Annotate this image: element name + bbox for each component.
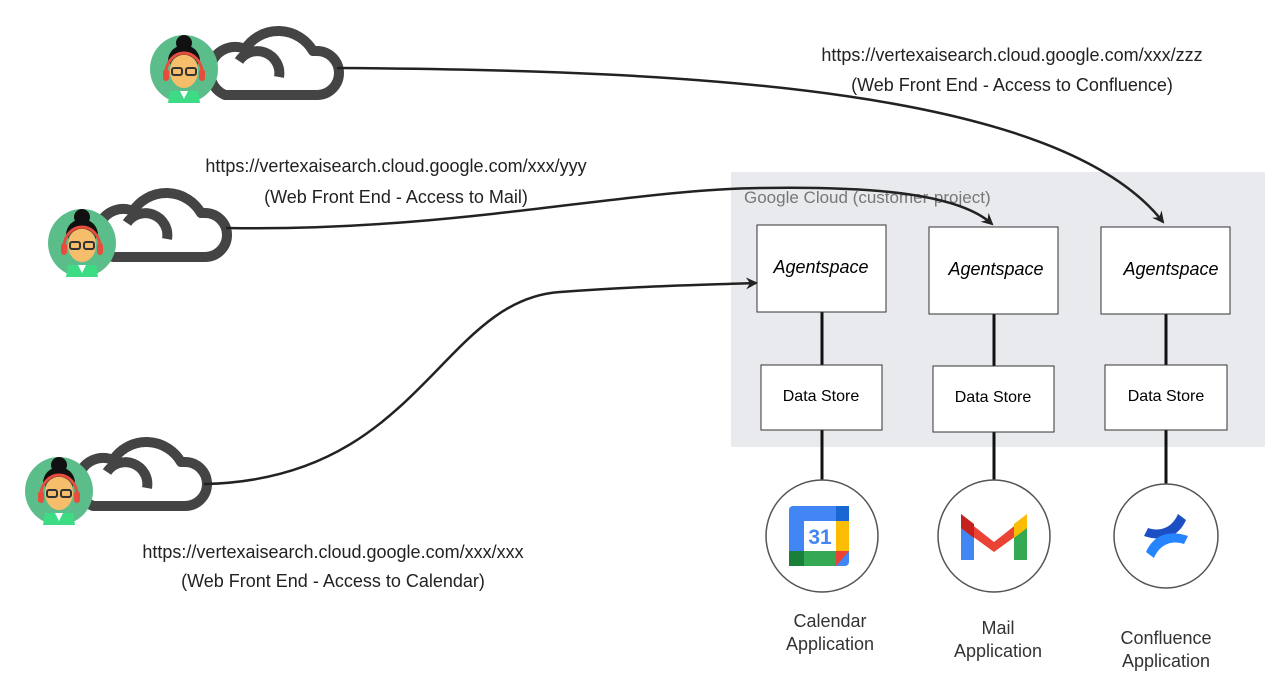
gmail-icon [937,479,1051,593]
data-store-box [932,365,1055,433]
data-store-label: Data Store [1128,388,1205,405]
arrow-calendar [203,277,758,486]
data-store-label: Data Store [955,389,1032,406]
agentspace-box [1100,226,1231,315]
url-caption: (Web Front End - Access to Calendar) [181,571,485,591]
url-caption: (Web Front End - Access to Confluence) [851,75,1173,95]
data-store-box [1104,364,1228,431]
url-label: https://vertexaisearch.cloud.google.com/… [205,156,586,176]
data-store-box [760,364,883,431]
url-label: https://vertexaisearch.cloud.google.com/… [821,45,1202,65]
agentspace-label: Agentspace [947,259,1043,279]
svg-text:31: 31 [808,526,832,549]
agentspace-box [928,226,1059,315]
google-calendar-icon: 31 [765,479,879,593]
url-label: https://vertexaisearch.cloud.google.com/… [142,542,523,562]
url-caption: (Web Front End - Access to Mail) [264,187,528,207]
google-cloud-label: Google Cloud (customer-project) [744,188,991,207]
arrow-mail [225,186,994,230]
app-label: Confluence [1120,628,1211,648]
user-avatar [148,33,220,105]
app-label: Application [954,641,1042,661]
agentspace-box [756,224,887,313]
cloud-icon [78,442,207,506]
app-label: Application [1122,651,1210,671]
app-label: Application [786,634,874,654]
cloud-icon [210,31,339,95]
data-store-label: Data Store [783,388,860,405]
cloud-icon [98,193,227,257]
confluence-icon [1113,483,1219,589]
app-label: Mail [981,618,1014,638]
user-avatar [46,207,118,279]
agentspace-label: Agentspace [1122,259,1218,279]
app-label: Calendar [793,611,866,631]
user-avatar [23,455,95,527]
arrow-confluence [336,66,1165,224]
agentspace-label: Agentspace [772,257,868,277]
